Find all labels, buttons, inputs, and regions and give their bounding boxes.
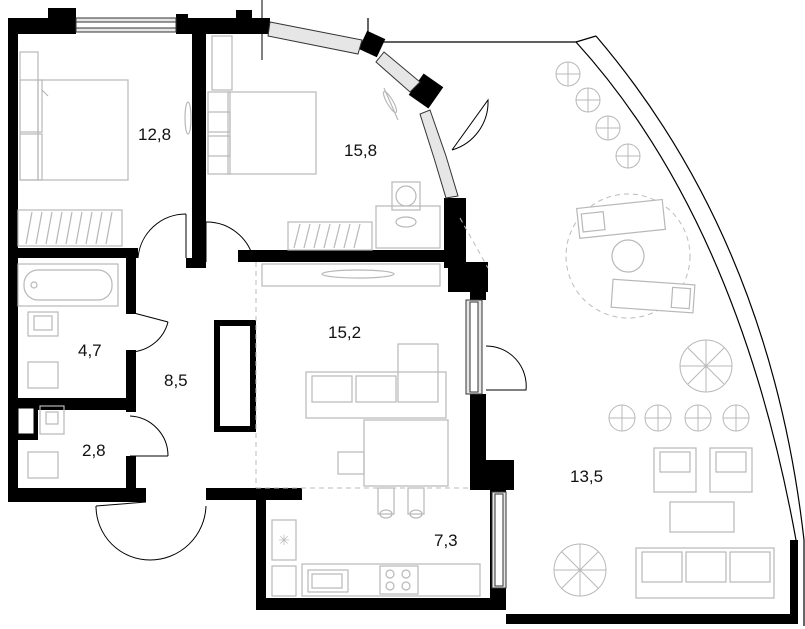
bed-icon xyxy=(227,91,317,175)
bathroom-furniture xyxy=(17,263,119,479)
area-label-wc: 2,8 xyxy=(82,441,106,460)
area-label-bedroom-1: 12,8 xyxy=(138,125,171,144)
bedroom-2-furniture xyxy=(207,35,441,251)
sofa-icon xyxy=(635,547,775,599)
bathtub-icon xyxy=(17,263,119,307)
toilet-icon xyxy=(27,361,59,389)
zone-lines xyxy=(255,193,691,489)
kitchen-furniture: ✳ xyxy=(271,519,481,597)
sunbed-icon xyxy=(576,198,696,314)
terrace-outline xyxy=(367,18,805,626)
area-label-living-room: 15,2 xyxy=(328,323,361,342)
toilet-icon xyxy=(27,451,59,479)
bedroom-1-furniture xyxy=(17,51,192,247)
snowflake-icon: ✳ xyxy=(278,533,290,549)
sofa-icon xyxy=(305,371,447,419)
stove-icon xyxy=(379,565,419,595)
sink-icon xyxy=(307,569,349,593)
plant-icon xyxy=(553,61,750,597)
living-room-furniture xyxy=(261,263,449,519)
area-label-terrace: 13,5 xyxy=(570,467,603,486)
bed-icon xyxy=(19,51,39,181)
area-label-bathroom: 4,7 xyxy=(78,341,102,360)
terrace-furniture xyxy=(553,61,775,599)
room-labels: 12,8 15,8 15,2 4,7 8,5 2,8 7,3 13,5 xyxy=(78,125,603,550)
area-label-kitchen: 7,3 xyxy=(434,531,458,550)
area-label-bedroom-2: 15,8 xyxy=(344,141,377,160)
area-label-hallway: 8,5 xyxy=(164,371,188,390)
sink-icon xyxy=(27,311,59,337)
windows xyxy=(75,17,507,589)
doors xyxy=(95,0,527,561)
